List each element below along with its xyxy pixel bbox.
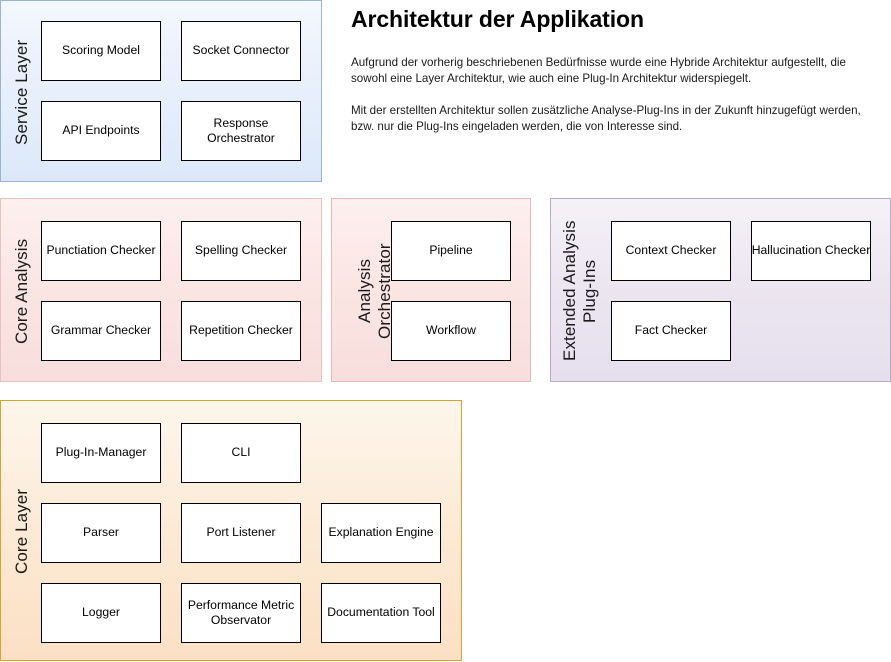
node-label: Response Orchestrator xyxy=(207,115,275,145)
node-plug-in-manager[interactable]: Plug-In-Manager xyxy=(41,423,161,483)
node-pipeline[interactable]: Pipeline xyxy=(391,221,511,281)
panel-label-core-layer: Core Layer xyxy=(7,401,37,662)
panel-label-line: Core Analysis xyxy=(11,238,31,344)
node-label: Port Listener xyxy=(206,525,276,540)
panel-label-service-layer: Service Layer xyxy=(7,1,37,183)
node-workflow[interactable]: Workflow xyxy=(391,301,511,361)
node-label: Parser xyxy=(83,525,119,540)
node-performance-metric-observator[interactable]: Performance Metric Observator xyxy=(181,583,301,643)
panel-label-line: Core Layer xyxy=(11,488,31,575)
node-label: Socket Connector xyxy=(192,43,290,58)
node-label: Spelling Checker xyxy=(194,243,288,258)
panel-label-line: Analysis xyxy=(354,258,374,324)
node-scoring-model[interactable]: Scoring Model xyxy=(41,21,161,81)
node-port-listener[interactable]: Port Listener xyxy=(181,503,301,563)
panel-core-layer: Core Layer Plug-In-Manager CLI Parser Po… xyxy=(0,400,462,661)
panel-extended-analysis-plug-ins: Extended Analysis Plug-Ins Context Check… xyxy=(550,198,891,382)
node-label: CLI xyxy=(231,445,251,460)
node-label: Fact Checker xyxy=(634,323,708,338)
node-label: API Endpoints xyxy=(62,123,140,138)
node-repetition-checker[interactable]: Repetition Checker xyxy=(181,301,301,361)
panel-service-layer: Service Layer Scoring Model Socket Conne… xyxy=(0,0,322,182)
node-response-orchestrator[interactable]: Response Orchestrator xyxy=(181,101,301,161)
panel-label-line: Service Layer xyxy=(11,39,31,145)
node-label: Plug-In-Manager xyxy=(55,445,147,460)
node-label: Explanation Engine xyxy=(328,525,434,540)
document-paragraph-1: Aufgrund der vorherig beschriebenen Bedü… xyxy=(351,56,846,85)
panel-label-line: Plug-Ins xyxy=(580,259,599,323)
node-label: Pipeline xyxy=(429,243,473,258)
document-text-column: Architektur der Applikation Aufgrund der… xyxy=(351,6,883,151)
node-grammar-checker[interactable]: Grammar Checker xyxy=(41,301,161,361)
node-documentation-tool[interactable]: Documentation Tool xyxy=(321,583,441,643)
panel-analysis-orchestrator: Analysis Orchestrator Pipeline Workflow xyxy=(331,198,531,382)
node-cli[interactable]: CLI xyxy=(181,423,301,483)
node-label: Documentation Tool xyxy=(327,605,435,620)
node-label: Scoring Model xyxy=(62,43,140,58)
node-socket-connector[interactable]: Socket Connector xyxy=(181,21,301,81)
node-hallucination-checker[interactable]: Hallucination Checker xyxy=(751,221,871,281)
panel-core-analysis: Core Analysis Punctiation Checker Spelli… xyxy=(0,198,322,382)
node-context-checker[interactable]: Context Checker xyxy=(611,221,731,281)
page-title: Architektur der Applikation xyxy=(351,6,644,32)
node-api-endpoints[interactable]: API Endpoints xyxy=(41,101,161,161)
node-spelling-checker[interactable]: Spelling Checker xyxy=(181,221,301,281)
node-punctiation-checker[interactable]: Punctiation Checker xyxy=(41,221,161,281)
node-label: Workflow xyxy=(426,323,476,338)
node-parser[interactable]: Parser xyxy=(41,503,161,563)
node-logger[interactable]: Logger xyxy=(41,583,161,643)
node-label: Punctiation Checker xyxy=(46,243,156,258)
node-fact-checker[interactable]: Fact Checker xyxy=(611,301,731,361)
panel-label-extended-analysis-plug-ins: Extended Analysis Plug-Ins xyxy=(557,199,603,383)
panel-label-line: Extended Analysis xyxy=(559,220,579,362)
node-label: Performance Metric Observator xyxy=(187,597,295,627)
node-label: Context Checker xyxy=(625,243,717,258)
panel-label-core-analysis: Core Analysis xyxy=(7,199,37,383)
document-paragraph-2: Mit der erstellten Architektur sollen zu… xyxy=(351,103,861,133)
node-explanation-engine[interactable]: Explanation Engine xyxy=(321,503,441,563)
node-label: Hallucination Checker xyxy=(751,243,871,258)
node-label: Logger xyxy=(82,605,120,620)
node-label: Repetition Checker xyxy=(189,323,293,338)
node-label: Grammar Checker xyxy=(50,323,152,338)
